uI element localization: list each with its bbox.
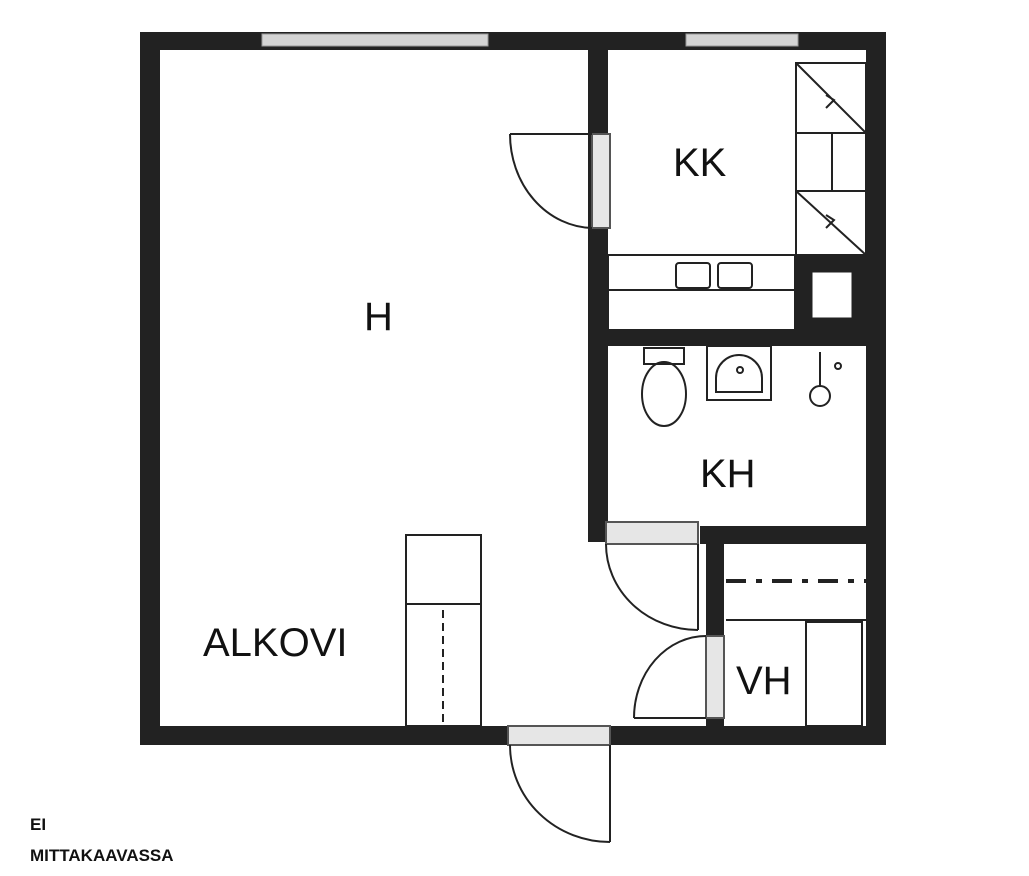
kitchen-door-swing — [509, 133, 593, 229]
room-label-bathroom: KH — [700, 452, 756, 496]
room-labels: KK H KH ALKOVI VH — [203, 141, 792, 703]
kitchen-door-frame — [591, 133, 611, 229]
sink-bowl — [717, 262, 753, 289]
bathroom-door-swing — [605, 543, 699, 631]
kitchen-counter — [607, 254, 796, 291]
shaft — [811, 271, 853, 319]
entrance-door-frame — [507, 725, 611, 746]
wardrobe-cabinet — [805, 621, 863, 727]
scale-note-line2: MITTAKAAVASSA — [30, 846, 174, 865]
toilet-bowl — [641, 361, 687, 427]
windows — [261, 33, 799, 47]
washbasin — [706, 345, 772, 401]
wardrobe-door-frame — [705, 635, 725, 719]
doors — [507, 133, 725, 843]
room-label-alcove: ALKOVI — [203, 621, 348, 665]
toilet-tank — [643, 347, 685, 365]
bed — [405, 603, 482, 727]
room-label-living: H — [364, 295, 393, 339]
room-label-wardrobe: VH — [736, 659, 792, 703]
bathroom-fixtures — [641, 345, 842, 427]
bed-top — [405, 534, 482, 605]
wardrobe-fixtures — [726, 579, 866, 727]
cabinet — [795, 190, 867, 256]
shower-drain — [809, 385, 831, 407]
wardrobe-door-swing — [633, 635, 707, 719]
window-living — [261, 33, 489, 47]
alcove-furniture — [405, 534, 482, 727]
scale-note-line1: EI — [30, 815, 47, 834]
kitchen-counter-lower — [607, 289, 796, 331]
sink-bowl — [675, 262, 711, 289]
entrance-door-swing — [509, 744, 611, 843]
room-label-kitchen: KK — [673, 141, 727, 185]
kitchen-fixtures — [607, 62, 867, 331]
bathroom-door-frame — [605, 521, 699, 545]
window-kitchen — [685, 33, 799, 47]
